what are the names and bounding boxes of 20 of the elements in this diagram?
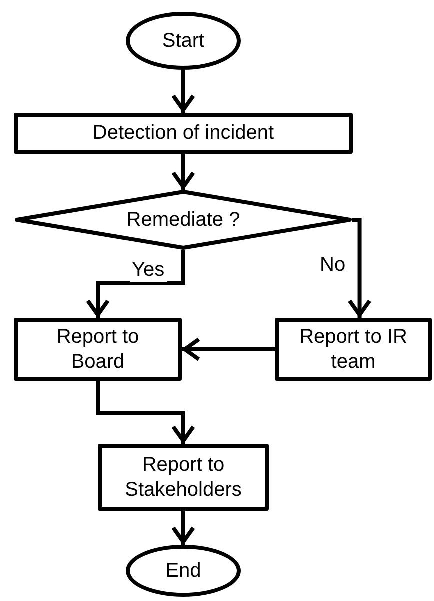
node-label: End <box>166 558 202 584</box>
node-label: Report to Board <box>56 324 140 374</box>
arrow <box>96 381 196 444</box>
arrow <box>182 338 275 362</box>
node-label: Start <box>162 28 205 54</box>
arrow <box>86 250 186 318</box>
arrow <box>348 218 372 318</box>
process-box <box>14 318 182 381</box>
node-label: Remediate ? <box>126 208 240 232</box>
edge-label: Yes <box>130 259 167 282</box>
node-label: Report to IR team <box>298 324 408 374</box>
process-box <box>14 113 353 154</box>
process-box <box>275 318 432 381</box>
arrow <box>172 70 196 113</box>
arrow <box>172 511 196 545</box>
decision-diamond <box>15 190 352 250</box>
node-label: Detection of incident <box>92 121 274 146</box>
process-box <box>98 444 269 511</box>
arrow <box>172 154 196 190</box>
node-label: Report to Stakeholders <box>124 452 243 502</box>
